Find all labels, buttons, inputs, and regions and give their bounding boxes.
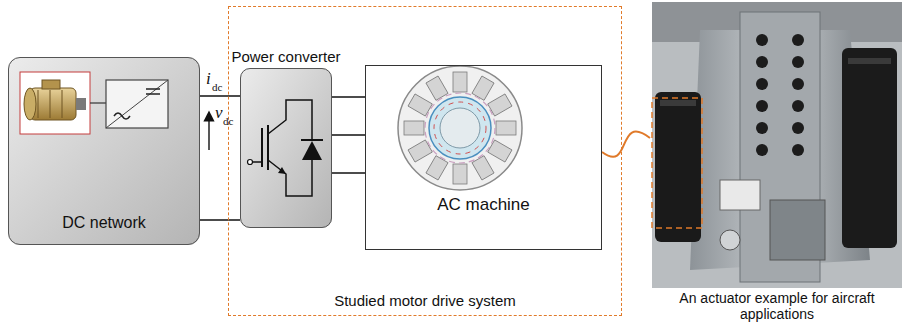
drawing-part (655, 92, 701, 242)
drawing-part (848, 58, 891, 64)
drawing-part (496, 121, 516, 135)
drawing-part (720, 230, 740, 250)
power-wire (332, 134, 365, 136)
drawing-part (404, 72, 516, 184)
connector (602, 132, 650, 157)
drawing-part (146, 93, 160, 95)
drawing-part (472, 156, 494, 180)
drawing-part (792, 144, 804, 156)
drawing-part (425, 93, 495, 163)
drawing-part (720, 180, 760, 210)
drawing-part (240, 68, 332, 228)
dc-network-box: DC network (8, 57, 200, 245)
drawing-part (114, 113, 130, 119)
connector (200, 96, 240, 97)
drawing-part (792, 56, 804, 68)
current-symbol: i (206, 70, 211, 87)
node-label: Studied motor drive system (229, 292, 621, 309)
drawing-part (268, 160, 312, 196)
machine-cross-section (365, 65, 602, 250)
drawing-part (842, 48, 897, 248)
power-wire (200, 219, 240, 221)
drawing-part (365, 65, 602, 250)
power-wire (332, 96, 365, 98)
drawing-part (8, 57, 200, 245)
drawing-part (756, 56, 768, 68)
system-boundary: Studied motor drive system Power converte… (228, 6, 622, 316)
current-subscript: dc (212, 82, 222, 93)
node-label: DC network (9, 214, 199, 232)
dc-network-art (8, 57, 200, 245)
connector (332, 135, 365, 136)
drawing-part (440, 108, 480, 148)
voltage-arrow (208, 116, 209, 150)
drawing-part (146, 88, 160, 90)
drawing-part (90, 102, 106, 103)
drawing-part (24, 88, 36, 120)
drawing-part (404, 121, 424, 135)
drawing-part (62, 90, 63, 118)
connector (200, 220, 240, 221)
power-wire (200, 95, 240, 97)
drawing-part (252, 161, 262, 163)
drawing-part (770, 200, 825, 260)
actuator-photo (652, 2, 902, 288)
machine-box: AC machine (365, 65, 602, 250)
drawing-part (76, 98, 86, 110)
drawing-part (429, 97, 491, 159)
drawing-part (756, 144, 768, 156)
drawing-part (756, 34, 804, 156)
drawing-part (30, 88, 76, 120)
drawing-part (42, 80, 60, 89)
drawing-part (302, 141, 322, 160)
node-label: An actuator example for aircraft applica… (650, 290, 904, 322)
drawing-part (660, 100, 696, 106)
drawing-part (278, 167, 286, 174)
actuator-figure: An actuator example for aircraft applica… (650, 2, 904, 288)
drawing-part (756, 34, 768, 46)
power-wire (332, 172, 365, 174)
drawing-part (268, 100, 312, 140)
drawing-part (398, 66, 522, 190)
drawing-part (792, 122, 804, 134)
drawing-part (261, 128, 263, 167)
drawing-part (106, 80, 168, 128)
connector (332, 97, 365, 98)
drawing-part (106, 80, 168, 128)
drawing-part (301, 139, 323, 141)
drawing-part (652, 98, 702, 228)
drawing-part (453, 164, 467, 184)
connector (332, 173, 365, 174)
voltage-subscript: dc (223, 116, 233, 127)
drawing-part (20, 72, 90, 134)
drawing-part (50, 90, 51, 118)
node-label: Power converter (231, 48, 341, 65)
drawing-part (248, 160, 253, 165)
drawing-part (792, 78, 804, 90)
drawing-part (426, 76, 448, 100)
igbt-symbol (240, 68, 332, 228)
voltage-symbol: v (215, 104, 223, 121)
drawing-part (652, 2, 902, 288)
drawing-part (792, 100, 804, 112)
drawing-part (756, 122, 768, 134)
drawing-part (756, 78, 768, 90)
converter-box: Power converter (240, 68, 332, 228)
drawing-part (453, 72, 467, 92)
node-label: AC machine (366, 195, 601, 215)
drawing-part (792, 34, 804, 46)
drawing-part (38, 90, 39, 118)
drawing-part (756, 100, 768, 112)
drawing-part (434, 102, 486, 154)
leader-curve (602, 132, 650, 157)
drawing-part (267, 125, 269, 170)
